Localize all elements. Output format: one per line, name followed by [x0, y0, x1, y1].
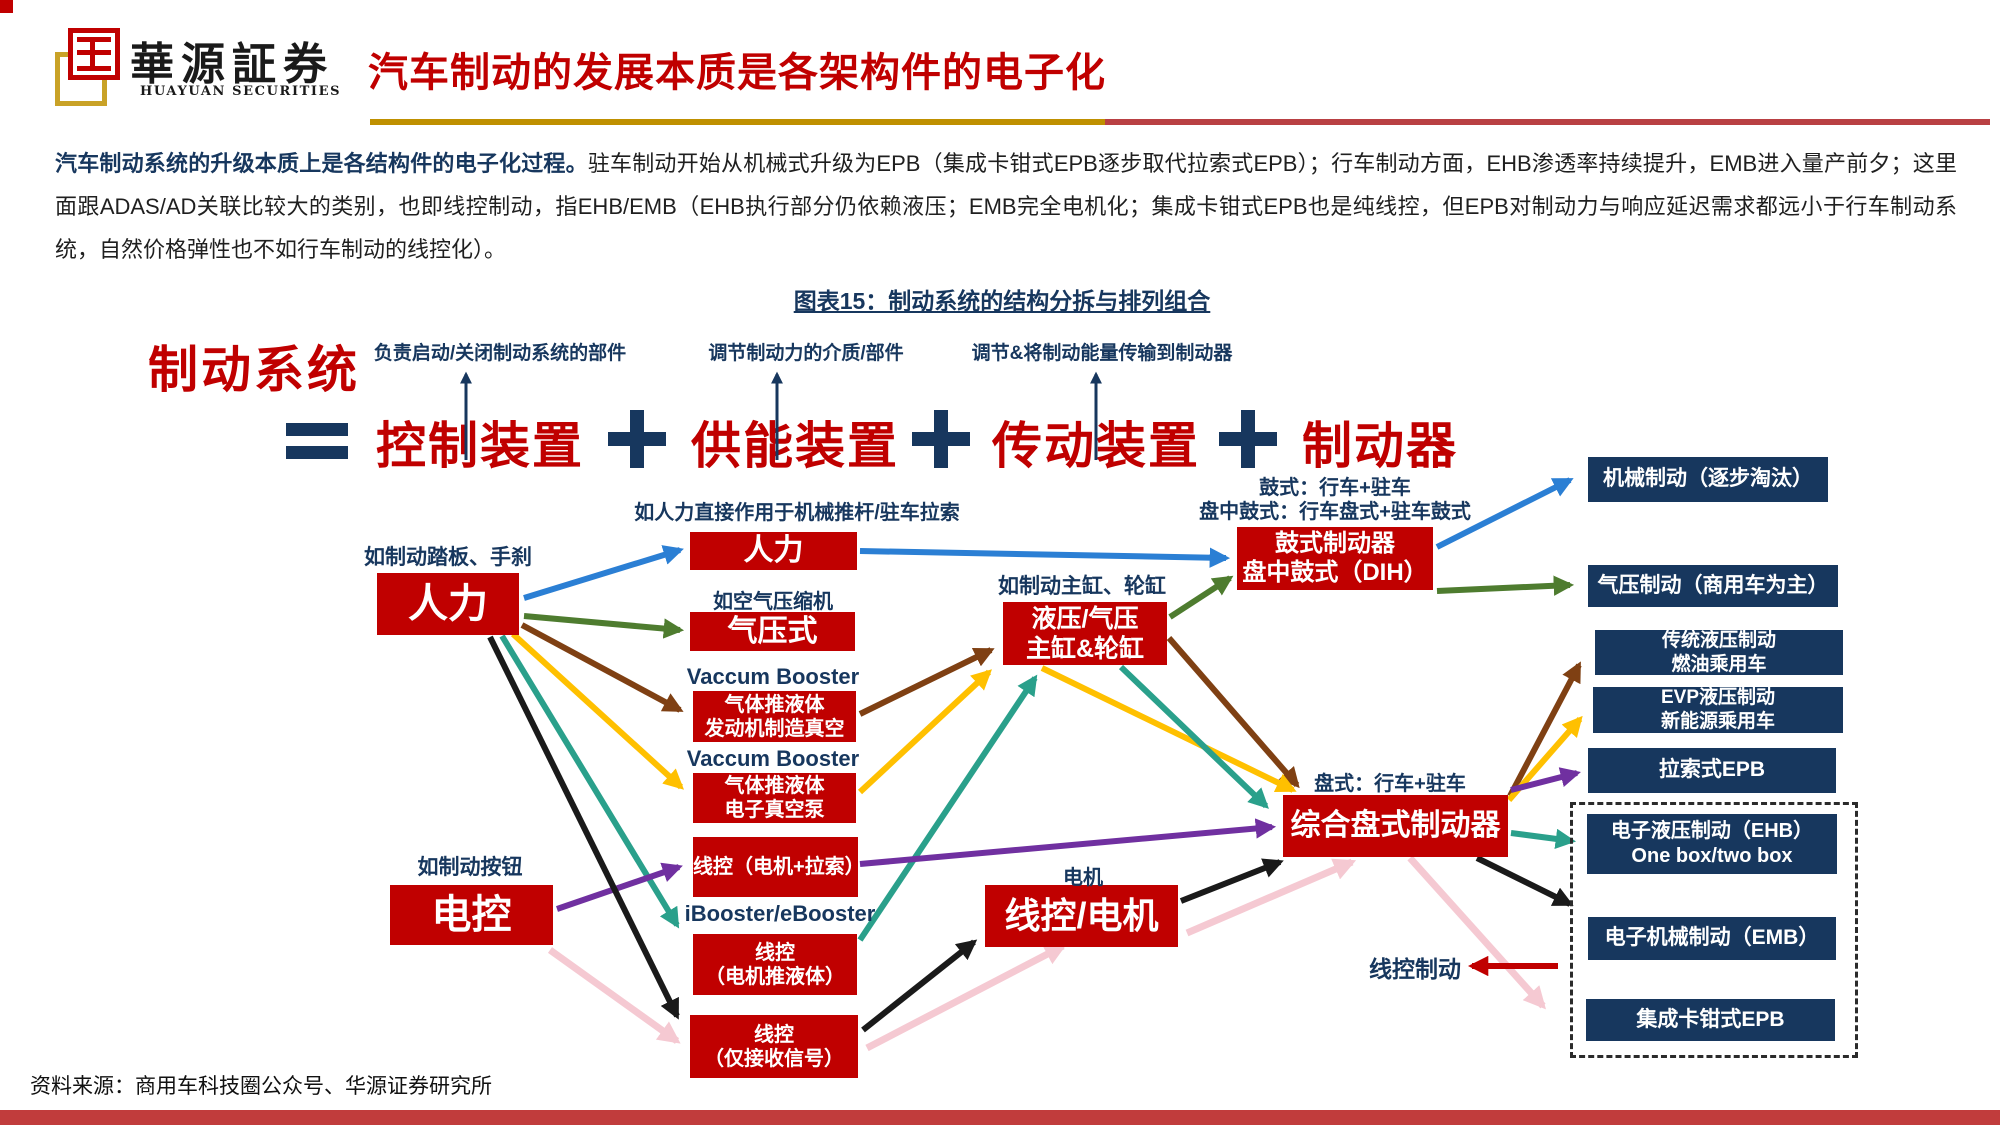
term-supply: 供能装置 [691, 418, 899, 474]
term-brake: 制动器 [1302, 418, 1458, 474]
node-sup-wire-cable: 线控（电机+拉索） [693, 837, 865, 897]
note-trans-wire: 电机 [1063, 867, 1103, 889]
node-out-trad-hyd: 传统液压制动 燃油乘用车 [1595, 630, 1843, 675]
node-trans-wire: 线控/电机 [985, 885, 1178, 947]
node-sup-wire-signal: 线控 （仅接收信号） [690, 1015, 858, 1078]
node-trans-hydraulic: 液压/气压 主缸&轮缸 [1003, 602, 1167, 665]
title-underline-gold [370, 119, 1105, 125]
source-note: 资料来源：商用车科技圈公众号、华源证券研究所 [30, 1075, 492, 1098]
node-sup-air: 气压式 [690, 612, 855, 651]
wire-brake-label: 线控制动 [1369, 956, 1461, 982]
plus-sign-3 [1219, 410, 1277, 468]
corner-accent [0, 0, 13, 13]
logo-red-seal [68, 28, 120, 80]
intro-body: 驻车制动开始从机械式升级为EPB（集成卡钳式EPB逐步取代拉索式EPB）；行车制… [55, 151, 1957, 262]
arrows-brown [520, 622, 1582, 798]
huayuan-logo-icon [55, 28, 125, 108]
arrows-pink [547, 855, 1546, 1052]
figure-caption: 图表15：制动系统的结构分拆与排列组合 [793, 288, 1211, 314]
node-out-ehb: 电子液压制动（EHB） One box/two box [1587, 814, 1837, 874]
arrows-purple [556, 767, 1581, 912]
wire-brake-group-outline [1570, 802, 1858, 1058]
node-brake-drum: 鼓式制动器 盘中鼓式（DIH） [1237, 527, 1433, 590]
logo-seal-pattern [77, 37, 111, 71]
node-out-air: 气压制动（商用车为主） [1588, 565, 1838, 607]
plus-sign-1 [608, 410, 666, 468]
term-note-supply: 调节制动力的介质/部件 [708, 343, 904, 364]
note-sup-vac-pump: Vaccum Booster [686, 746, 860, 771]
equals-sign [286, 420, 348, 462]
logo-name-en: HUAYUAN SECURITIES [140, 84, 342, 99]
node-brake-disc: 综合盘式制动器 [1283, 795, 1508, 857]
note-ctrl-electric: 如制动按钮 [417, 856, 523, 879]
note-brake-drum-2: 盘中鼓式：行车盘式+驻车鼓式 [1199, 501, 1471, 523]
arrows-blue [523, 477, 1574, 601]
node-out-mech: 机械制动（逐步淘汰） [1588, 457, 1828, 502]
term-note-arrows [460, 371, 1102, 460]
node-out-evp: EVP液压制动 新能源乘用车 [1593, 687, 1843, 733]
node-sup-human: 人力 [690, 532, 857, 570]
equation-subject: 制动系统 [148, 342, 360, 398]
bottom-bar [0, 1110, 2000, 1125]
term-note-control: 负责启动/关闭制动系统的部件 [373, 343, 627, 364]
node-out-caliper-epb: 集成卡钳式EPB [1586, 999, 1835, 1041]
arrows-black [487, 635, 1574, 1033]
node-out-emb: 电子机械制动（EMB） [1588, 917, 1836, 960]
note-trans-hydraulic: 如制动主缸、轮缸 [998, 575, 1166, 598]
note-ctrl-human: 如制动踏板、手刹 [364, 546, 532, 569]
arrows-green [523, 575, 1575, 639]
term-note-transmission: 调节&将制动能量传输到制动器 [971, 343, 1233, 364]
intro-paragraph: 汽车制动系统的升级本质上是各结构件的电子化过程。驻车制动开始从机械式升级为EPB… [55, 142, 1957, 271]
term-control: 控制装置 [376, 418, 584, 474]
node-sup-wire-motor: 线控 （电机推液体） [693, 934, 857, 995]
node-ctrl-human: 人力 [377, 573, 519, 635]
intro-lead: 汽车制动系统的升级本质上是各结构件的电子化过程。 [55, 151, 588, 176]
plus-sign-2 [912, 410, 970, 468]
node-sup-vac-engine: 气体推液体 发动机制造真空 [693, 691, 856, 742]
logo-name-cn: 華源証券 [130, 39, 334, 90]
note-brake-drum-1: 鼓式：行车+驻车 [1259, 477, 1411, 499]
page-title: 汽车制动的发展本质是各架构件的电子化 [368, 51, 1106, 95]
note-brake-disc: 盘式：行车+驻车 [1314, 773, 1466, 795]
node-out-cable-epb: 拉索式EPB [1588, 748, 1836, 793]
note-sup-human: 如人力直接作用于机械推杆/驻车拉索 [634, 502, 960, 524]
note-sup-wire-motor: iBooster/eBooster [684, 901, 876, 926]
note-sup-vac-engine: Vaccum Booster [686, 664, 860, 689]
node-sup-vac-pump: 气体推液体 电子真空泵 [693, 773, 856, 823]
node-ctrl-electric: 电控 [390, 885, 553, 945]
title-underline-red [1105, 119, 1990, 125]
note-sup-air: 如空气压缩机 [713, 591, 833, 613]
